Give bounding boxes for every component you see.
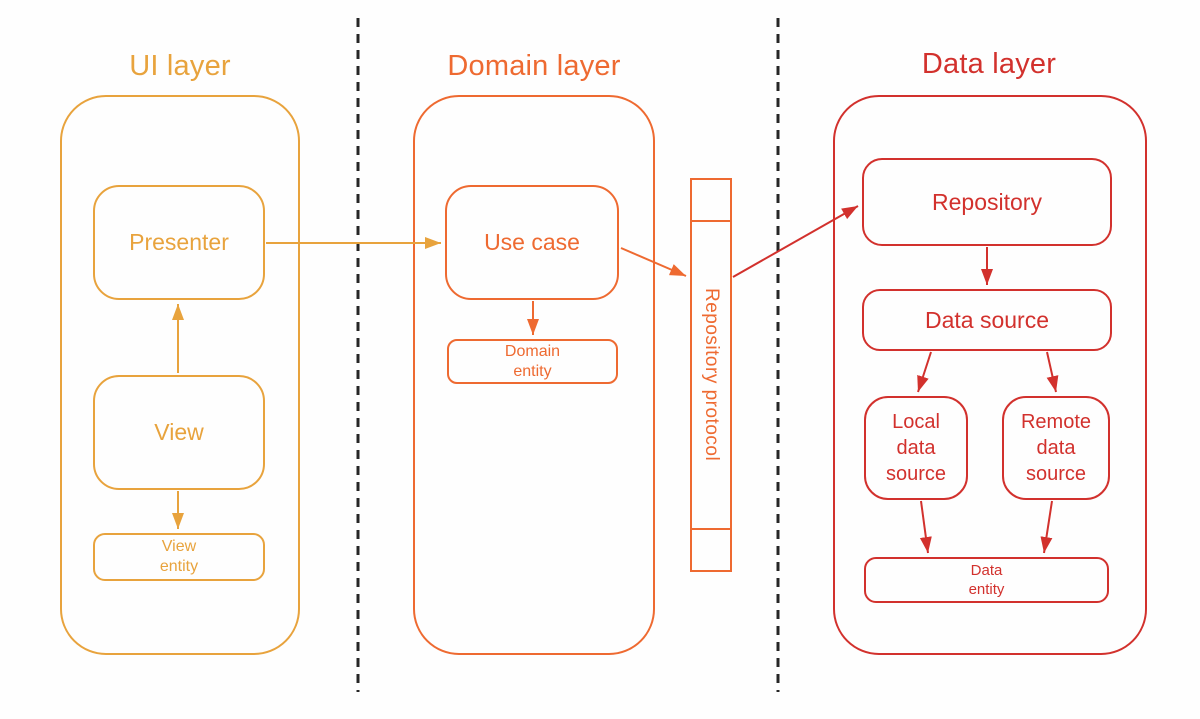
ui-layer-title: UI layer <box>129 50 231 82</box>
repository-protocol-label: Repository protocol <box>701 288 722 462</box>
remote-data-source-node: Remote data source <box>1002 396 1110 500</box>
protocol-top-divider <box>692 220 730 222</box>
domain-entity-node: Domain entity <box>447 339 618 384</box>
use-case-label: Use case <box>484 229 580 255</box>
repository-protocol-node: Repository protocol <box>690 178 732 572</box>
domain-entity-label: Domain entity <box>504 342 561 380</box>
remote-data-source-label: Remote data source <box>1020 411 1092 485</box>
presenter-node: Presenter <box>93 185 265 300</box>
data-entity-node: Data entity <box>864 557 1109 603</box>
view-entity-node: View entity <box>93 533 265 581</box>
data-entity-label: Data entity <box>968 561 1005 599</box>
view-node: View <box>93 375 265 490</box>
view-entity-label: View entity <box>159 538 199 575</box>
view-label: View <box>154 419 204 445</box>
presenter-label: Presenter <box>129 229 229 255</box>
domain-layer-container <box>413 95 655 655</box>
repository-label: Repository <box>932 188 1042 215</box>
local-data-source-node: Local data source <box>864 396 968 500</box>
domain-layer-title: Domain layer <box>447 50 621 82</box>
local-data-source-label: Local data source <box>885 411 947 485</box>
data-layer-title: Data layer <box>921 48 1057 80</box>
data-source-node: Data source <box>862 289 1112 351</box>
repository-node: Repository <box>862 158 1112 246</box>
use-case-node: Use case <box>445 185 619 300</box>
data-source-label: Data source <box>924 306 1049 333</box>
protocol-bottom-divider <box>692 528 730 530</box>
data-layer-container <box>833 95 1147 655</box>
ui-layer-container <box>60 95 300 655</box>
